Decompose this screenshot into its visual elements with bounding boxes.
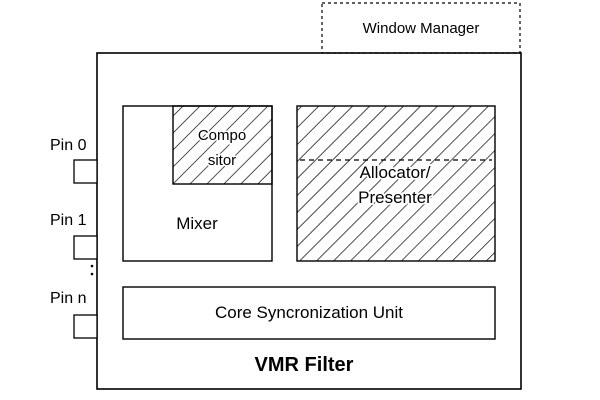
pin-n-label: Pin n [50, 290, 86, 307]
compositor-hatch [172, 105, 273, 185]
pin-n-connector [73, 314, 98, 339]
pin-ellipsis [90, 264, 94, 276]
vmr-filter-box: VMR Filter [96, 52, 522, 390]
core-sync-label: Core Syncronization Unit [215, 303, 403, 322]
allocator-label-line1: Allocator/ [360, 163, 431, 182]
allocator-presenter-hatch [296, 105, 496, 262]
compositor-label-line1: Compo [198, 127, 246, 144]
vmr-filter-label: VMR Filter [255, 354, 354, 376]
allocator-presenter-box: Allocator/ Presenter [296, 105, 496, 262]
core-sync-border [122, 286, 496, 340]
pin-1-connector [73, 235, 98, 260]
pin-1: Pin 1 [50, 212, 98, 260]
ellipsis-dot [90, 264, 94, 268]
vmr-filter-border [96, 52, 522, 390]
compositor-box: Compo sitor [172, 105, 273, 185]
presenter-label-line2: Presenter [358, 188, 432, 207]
window-manager-box: Window Manager [321, 2, 521, 54]
ellipsis-dot [90, 272, 94, 276]
pin-0-connector [73, 159, 98, 184]
pin-1-label: Pin 1 [50, 212, 87, 229]
pin-0: Pin 0 [50, 137, 98, 184]
mixer-label: Mixer [176, 214, 218, 233]
core-sync-box: Core Syncronization Unit [122, 286, 496, 340]
pin-n: Pin n [50, 290, 98, 339]
window-manager-label: Window Manager [363, 20, 480, 37]
pin-0-label: Pin 0 [50, 137, 87, 154]
window-manager-border [321, 2, 521, 54]
compositor-label-line2: sitor [208, 152, 236, 169]
